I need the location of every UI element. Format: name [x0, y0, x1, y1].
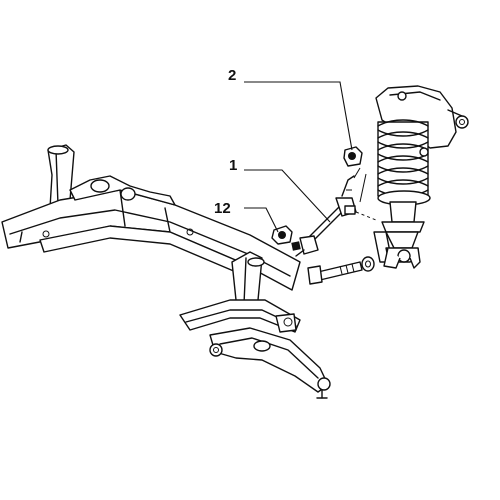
front-subframe	[1, 144, 301, 333]
bushing-part-12	[271, 225, 293, 245]
lower-control-arm	[209, 327, 331, 399]
callout-2-label: 2	[228, 67, 236, 84]
callout-leaders	[244, 81, 353, 233]
stabilizer-link	[291, 175, 377, 257]
mounting-bolt	[307, 256, 375, 285]
nut-part-2	[343, 146, 367, 203]
callout-1-label: 1	[229, 157, 237, 174]
strut-spring-assembly	[373, 85, 469, 269]
callout-12-label: 12	[214, 200, 231, 217]
